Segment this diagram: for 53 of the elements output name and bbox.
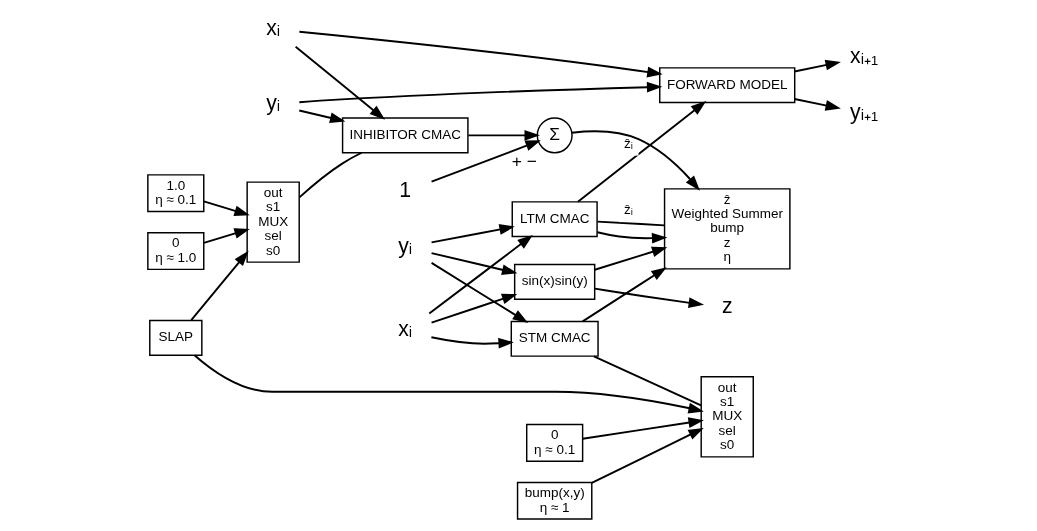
node-box: out s1 MUX sel s0 — [699, 376, 754, 458]
arrow — [430, 252, 517, 276]
edge-label: ẑᵢ — [623, 135, 633, 151]
arrow — [576, 100, 706, 203]
arrow — [581, 417, 704, 440]
arrow — [593, 246, 667, 271]
node-text: xᵢ — [397, 317, 412, 341]
arrow — [593, 287, 704, 309]
node-box: SLAP — [148, 319, 203, 356]
arrow — [297, 109, 345, 124]
arrow — [427, 235, 533, 315]
arrow — [297, 30, 663, 78]
arrow — [189, 250, 249, 322]
arrow — [429, 336, 514, 349]
arrow — [430, 140, 541, 183]
arrow — [193, 354, 704, 414]
node-box: out s1 MUX sel s0 — [245, 181, 300, 263]
connector — [592, 355, 702, 407]
node-box: sin(x)sin(y) — [513, 263, 595, 300]
arrow — [590, 427, 704, 484]
node-text: yᵢ — [265, 90, 280, 114]
arrow — [202, 228, 250, 244]
node-text: yᵢ₊₁ — [849, 99, 878, 123]
arrow — [430, 224, 515, 244]
node-text: z — [721, 294, 733, 318]
arrow — [294, 45, 385, 120]
node-box: bump(x,y) η ≈ 1 — [516, 481, 592, 520]
arrow — [793, 98, 841, 111]
node-box: FORWARD MODEL — [658, 67, 795, 104]
connector — [297, 151, 363, 199]
arrow — [430, 293, 517, 324]
edge-label: ẑᵢ — [623, 202, 633, 218]
arrow — [202, 200, 250, 217]
arrow — [793, 59, 841, 73]
node-box: INHIBITOR CMAC — [341, 117, 469, 154]
node-text: yᵢ — [397, 233, 412, 257]
arrow — [581, 267, 667, 323]
node-box: 0 η ≈ 0.1 — [525, 423, 583, 462]
node-text: xᵢ₊₁ — [849, 43, 878, 67]
node-label: + − — [511, 150, 537, 171]
node-box: LTM CMAC — [511, 201, 598, 238]
node-box: 0 η ≈ 1.0 — [146, 232, 204, 271]
node-box: STM CMAC — [510, 320, 599, 357]
node-circle: Σ — [536, 117, 573, 154]
arrow — [466, 129, 540, 141]
node-box: ẑ Weighted Summer bump z η — [663, 188, 791, 270]
arrow — [595, 231, 667, 244]
node-text: 1 — [398, 177, 411, 201]
arrow — [430, 261, 528, 323]
node-box: 1.0 η ≈ 0.1 — [146, 174, 204, 213]
arrow — [297, 81, 662, 104]
node-text: xᵢ — [265, 15, 280, 39]
connector — [595, 220, 665, 227]
